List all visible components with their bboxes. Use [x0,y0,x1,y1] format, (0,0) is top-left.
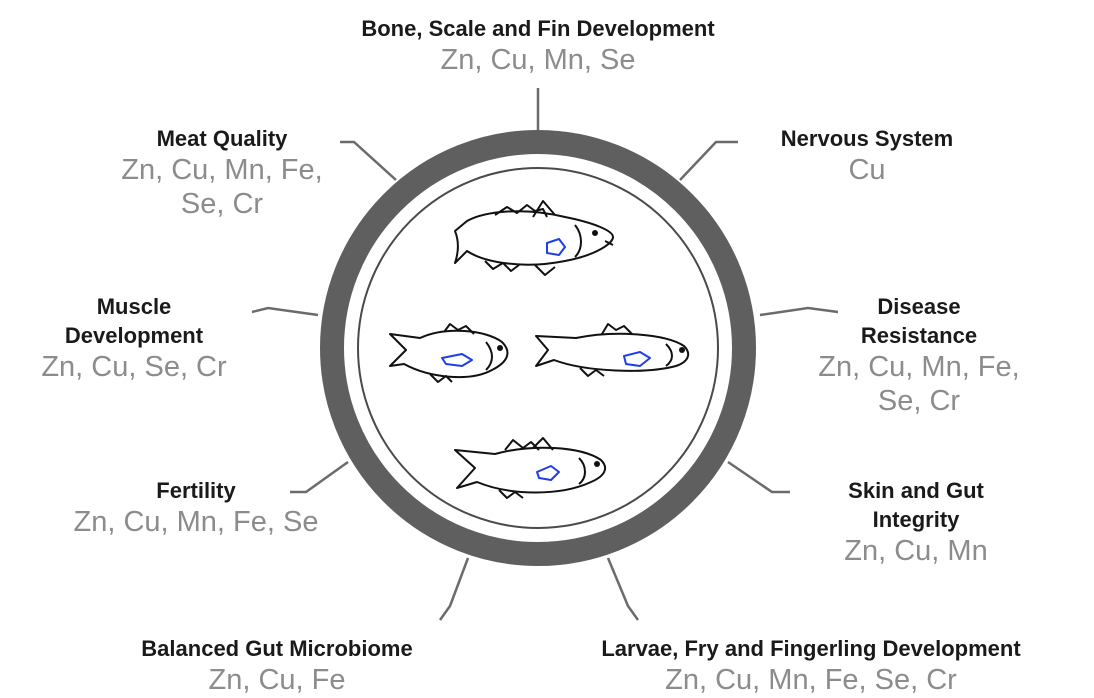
label-elements: Zn, Cu, Mn, Fe, [790,350,1048,384]
label-elements: Zn, Cu, Mn, Fe, [100,153,344,187]
label-elements: Zn, Cu, Fe [96,663,458,697]
label-title: Disease [790,292,1048,321]
label-title: Development [14,321,254,350]
label-title: Nervous System [752,124,982,153]
label-skin: Skin and Gut Integrity Zn, Cu, Mn [810,476,1022,568]
connector-skin [728,462,790,492]
fish-icon [455,438,605,498]
label-elements: Cu [752,153,982,187]
label-title: Balanced Gut Microbiome [96,634,458,663]
connector-larvae [608,558,638,620]
fish-icon [536,324,688,376]
label-bone: Bone, Scale and Fin Development Zn, Cu, … [300,14,776,77]
connector-microbiome [440,558,468,620]
label-elements: Se, Cr [790,384,1048,418]
fish-icon [455,201,613,275]
label-title: Larvae, Fry and Fingerling Development [546,634,1076,663]
connector-meat [340,142,396,180]
label-microbiome: Balanced Gut Microbiome Zn, Cu, Fe [96,634,458,697]
label-title: Integrity [810,505,1022,534]
fish-icon [390,324,507,382]
label-elements: Zn, Cu, Mn [810,534,1022,568]
label-larvae: Larvae, Fry and Fingerling Development Z… [546,634,1076,697]
label-title: Muscle [14,292,254,321]
label-nervous: Nervous System Cu [752,124,982,187]
label-title: Resistance [790,321,1048,350]
label-title: Bone, Scale and Fin Development [300,14,776,43]
label-disease: Disease Resistance Zn, Cu, Mn, Fe, Se, C… [790,292,1048,418]
label-elements: Zn, Cu, Mn, Se [300,43,776,77]
label-fertility: Fertility Zn, Cu, Mn, Fe, Se [46,476,346,539]
label-elements: Zn, Cu, Se, Cr [14,350,254,384]
label-title: Fertility [46,476,346,505]
label-muscle: Muscle Development Zn, Cu, Se, Cr [14,292,254,384]
label-title: Skin and Gut [810,476,1022,505]
label-elements: Se, Cr [100,187,344,221]
label-meat: Meat Quality Zn, Cu, Mn, Fe, Se, Cr [100,124,344,221]
label-title: Meat Quality [100,124,344,153]
connector-muscle [252,308,318,315]
label-elements: Zn, Cu, Mn, Fe, Se, Cr [546,663,1076,697]
label-elements: Zn, Cu, Mn, Fe, Se [46,505,346,539]
connector-nervous [680,142,738,180]
